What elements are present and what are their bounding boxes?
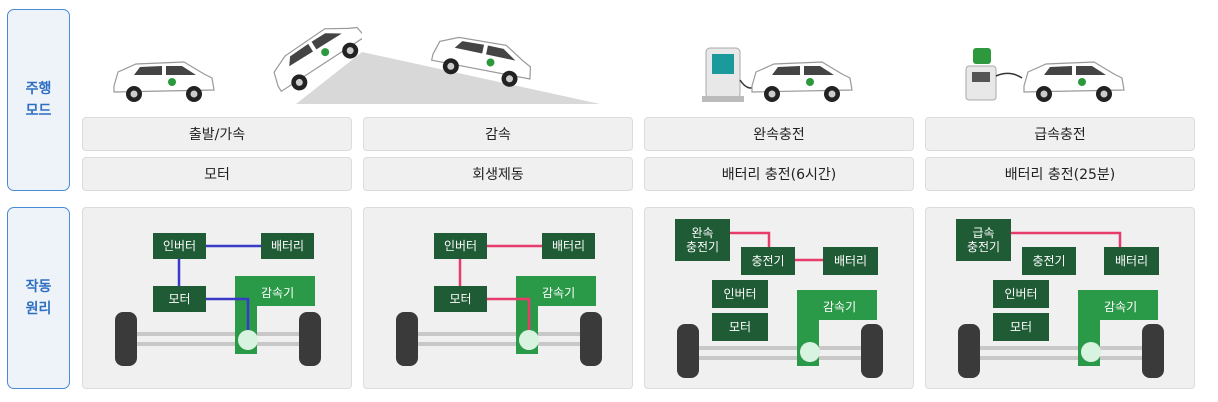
battery-label: 배터리 bbox=[1114, 254, 1149, 268]
reducer-gear bbox=[1081, 342, 1101, 362]
charger-label: 충전기 bbox=[1032, 254, 1066, 268]
mode-text: 급속충전 bbox=[1034, 127, 1086, 143]
source-text: 배터리 충전(6시간) bbox=[721, 167, 837, 183]
axle bbox=[699, 346, 861, 350]
motor-box: 모터 bbox=[434, 286, 487, 312]
axle bbox=[418, 342, 580, 346]
axle bbox=[980, 356, 1142, 360]
battery-box: 배터리 bbox=[823, 247, 878, 275]
charger-box: 충전기 bbox=[1022, 247, 1076, 275]
inverter-label: 인버터 bbox=[162, 239, 197, 253]
motor-label: 모터 bbox=[449, 292, 472, 306]
downhill-slope bbox=[362, 52, 600, 104]
driving-mode-label: 주행 모드 bbox=[7, 9, 70, 191]
reducer-label: 감속기 bbox=[542, 286, 576, 300]
working-principle-label: 작동 원리 bbox=[7, 207, 70, 389]
wheel bbox=[677, 324, 699, 378]
axle bbox=[137, 332, 299, 336]
mode-text: 감속 bbox=[485, 127, 511, 143]
fast-charger-illustration bbox=[965, 48, 1023, 101]
reducer-gear bbox=[238, 330, 258, 350]
inverter-label: 인버터 bbox=[1004, 287, 1038, 301]
axle bbox=[137, 342, 299, 346]
principle-panel-decel: 인버터 배터리 모터 감속기 bbox=[363, 207, 633, 389]
inverter-label: 인버터 bbox=[723, 287, 757, 301]
fast-charger-label: 급속 충전기 bbox=[966, 226, 1001, 254]
motor-label: 모터 bbox=[1009, 320, 1033, 334]
motor-box: 모터 bbox=[712, 313, 768, 341]
charge-line bbox=[1011, 231, 1122, 247]
reducer-label: 감속기 bbox=[1104, 300, 1138, 314]
battery-label: 배터리 bbox=[551, 239, 586, 253]
axle bbox=[699, 356, 861, 360]
inverter-box: 인버터 bbox=[993, 280, 1049, 308]
reducer-label: 감속기 bbox=[261, 286, 295, 300]
source-slow-charge: 배터리 충전(6시간) bbox=[644, 157, 914, 191]
mode-decel: 감속 bbox=[363, 117, 633, 151]
scene-decel bbox=[362, 36, 600, 104]
battery-box: 배터리 bbox=[261, 233, 314, 259]
wheel bbox=[299, 312, 321, 366]
inverter-box: 인버터 bbox=[153, 233, 206, 259]
inverter-box: 인버터 bbox=[434, 233, 487, 259]
source-text: 배터리 충전(25분) bbox=[1004, 167, 1116, 183]
wheel bbox=[861, 324, 883, 378]
car-illustration bbox=[113, 61, 215, 102]
charger-box: 충전기 bbox=[741, 247, 795, 275]
mode-text: 출발/가속 bbox=[188, 127, 246, 143]
source-fast-charge: 배터리 충전(25분) bbox=[925, 157, 1195, 191]
motor-box: 모터 bbox=[993, 313, 1049, 341]
scene-slow-charge bbox=[702, 47, 853, 102]
wheel bbox=[396, 312, 418, 366]
scene-fast-charge bbox=[965, 48, 1125, 102]
working-principle-text: 작동 원리 bbox=[25, 279, 52, 317]
reducer-gear bbox=[800, 342, 820, 362]
reducer-gear bbox=[519, 330, 539, 350]
principle-panel-start-accel: 인버터 배터리 모터 감속기 bbox=[82, 207, 352, 389]
principle-panel-slow-charge: 완속 충전기 충전기 배터리 인버터 모터 감속기 bbox=[644, 207, 914, 389]
car-illustration bbox=[430, 36, 532, 87]
fast-charger-box: 급속 충전기 bbox=[956, 219, 1011, 261]
charge-line bbox=[730, 231, 771, 248]
battery-box: 배터리 bbox=[1104, 247, 1159, 275]
battery-label: 배터리 bbox=[270, 239, 305, 253]
charger-label: 충전기 bbox=[751, 254, 785, 268]
car-illustration bbox=[1023, 61, 1125, 102]
scene-start-accel bbox=[113, 26, 362, 104]
driving-mode-text: 주행 모드 bbox=[25, 81, 52, 119]
motor-label: 모터 bbox=[168, 292, 191, 306]
uphill-slope bbox=[296, 52, 362, 104]
inverter-box: 인버터 bbox=[712, 280, 768, 308]
regen-line bbox=[487, 297, 531, 330]
axle bbox=[980, 346, 1142, 350]
motor-box: 모터 bbox=[153, 286, 206, 312]
inverter-label: 인버터 bbox=[443, 239, 478, 253]
mode-start-accel: 출발/가속 bbox=[82, 117, 352, 151]
source-text: 회생제동 bbox=[472, 167, 524, 183]
mode-fast-charge: 급속충전 bbox=[925, 117, 1195, 151]
car-illustration bbox=[273, 26, 362, 93]
wheel bbox=[115, 312, 137, 366]
slow-charger-illustration bbox=[702, 47, 757, 102]
source-text: 모터 bbox=[204, 167, 230, 183]
mode-slow-charge: 완속충전 bbox=[644, 117, 914, 151]
motor-label: 모터 bbox=[728, 320, 752, 334]
axle bbox=[418, 332, 580, 336]
slow-charger-box: 완속 충전기 bbox=[675, 219, 730, 261]
battery-box: 배터리 bbox=[542, 233, 595, 259]
mode-text: 완속충전 bbox=[753, 127, 805, 143]
battery-label: 배터리 bbox=[833, 254, 868, 268]
source-start-accel: 모터 bbox=[82, 157, 352, 191]
wheel bbox=[958, 324, 980, 378]
car-illustration bbox=[751, 61, 853, 102]
wheel bbox=[1142, 324, 1164, 378]
source-decel: 회생제동 bbox=[363, 157, 633, 191]
slow-charger-label: 완속 충전기 bbox=[685, 226, 720, 254]
wheel bbox=[580, 312, 602, 366]
reducer-label: 감속기 bbox=[823, 300, 857, 314]
principle-panel-fast-charge: 급속 충전기 충전기 배터리 인버터 모터 감속기 bbox=[925, 207, 1195, 389]
power-line bbox=[206, 297, 250, 330]
